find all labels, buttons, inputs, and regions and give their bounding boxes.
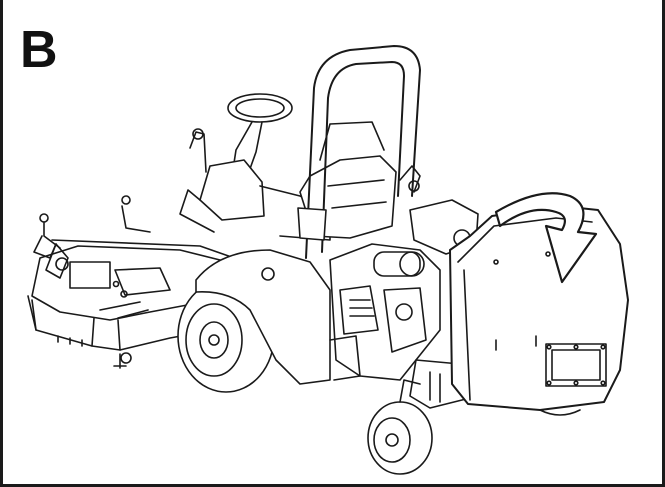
engine-hood — [449, 205, 629, 416]
fender — [195, 249, 361, 385]
mower-deck — [27, 195, 241, 369]
rollover-bar — [297, 45, 421, 259]
rotation-arrow-icon — [494, 192, 598, 284]
panel-label: B — [20, 21, 58, 79]
rear-wheel — [367, 379, 433, 475]
operator-station — [179, 93, 397, 241]
